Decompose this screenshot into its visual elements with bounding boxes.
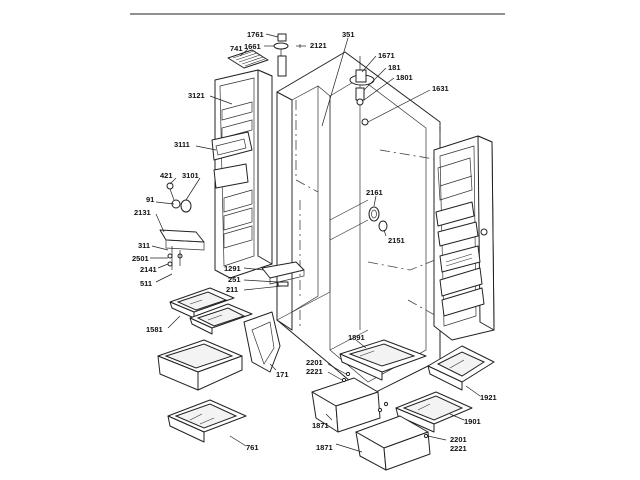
label-3111: 3111 — [174, 140, 190, 149]
label-3101: 3101 — [182, 171, 199, 180]
ventilation-grille — [227, 49, 269, 69]
freezer-door-shelf — [243, 311, 281, 373]
crisper-cover-1901 — [395, 391, 473, 433]
label-2221-lower: 2221 — [450, 444, 467, 453]
freezer-door — [211, 69, 273, 279]
leader-lines — [150, 33, 481, 453]
label-421: 421 — [160, 171, 173, 180]
label-741: 741 — [230, 44, 243, 53]
base-parts — [261, 261, 305, 287]
label-171: 171 — [276, 370, 289, 379]
shelf-fasteners — [368, 206, 388, 232]
crisper-cover-1891 — [339, 339, 427, 381]
label-2221-upper: 2221 — [306, 367, 323, 376]
phantom-line-3 — [407, 299, 441, 319]
top-hinge-right — [349, 56, 375, 126]
label-2161: 2161 — [366, 188, 383, 197]
fresh-food-door — [433, 135, 495, 341]
label-2501: 2501 — [132, 254, 149, 263]
freezer-shelf — [167, 399, 247, 443]
label-2141: 2141 — [140, 265, 157, 274]
label-511: 511 — [140, 279, 152, 288]
label-1661: 1661 — [244, 42, 261, 51]
label-1631: 1631 — [432, 84, 449, 93]
crisper-screws — [341, 371, 429, 439]
freezer-basket-right — [189, 303, 253, 335]
label-1871-upper: 1871 — [312, 421, 329, 430]
label-1901: 1901 — [464, 417, 481, 426]
phantom-line-2 — [367, 257, 441, 271]
label-761: 761 — [246, 443, 259, 452]
crisper-drawer-lower — [355, 415, 431, 471]
label-1581: 1581 — [146, 325, 163, 334]
freezer-drawer — [157, 339, 243, 391]
label-1291: 1291 — [224, 264, 241, 273]
label-351: 351 — [342, 30, 355, 39]
label-251: 251 — [228, 275, 241, 284]
label-2151: 2151 — [388, 236, 405, 245]
label-181: 181 — [388, 63, 401, 72]
shelf-1921 — [427, 345, 495, 391]
small-hardware — [166, 182, 192, 213]
top-hinge-left — [273, 33, 289, 77]
label-2201-upper: 2201 — [306, 358, 323, 367]
label-1761: 1761 — [247, 30, 264, 39]
crisper-drawer-upper — [311, 377, 381, 433]
label-1921: 1921 — [480, 393, 497, 402]
label-3121: 3121 — [188, 91, 205, 100]
label-1671: 1671 — [378, 51, 395, 60]
label-2121: 2121 — [310, 41, 327, 50]
label-1801: 1801 — [396, 73, 413, 82]
label-91: 91 — [146, 195, 154, 204]
label-2131: 2131 — [134, 208, 151, 217]
label-211: 211 — [226, 285, 238, 294]
label-2201-lower: 2201 — [450, 435, 467, 444]
part-number-labels: 1761 1661 741 2121 351 1671 181 1801 163… — [132, 30, 497, 453]
dispenser-bracket — [159, 229, 205, 270]
label-1871-lower: 1871 — [316, 443, 333, 452]
freezer-basket-left — [169, 287, 235, 319]
label-1891: 1891 — [348, 333, 365, 342]
label-311: 311 — [138, 241, 150, 250]
